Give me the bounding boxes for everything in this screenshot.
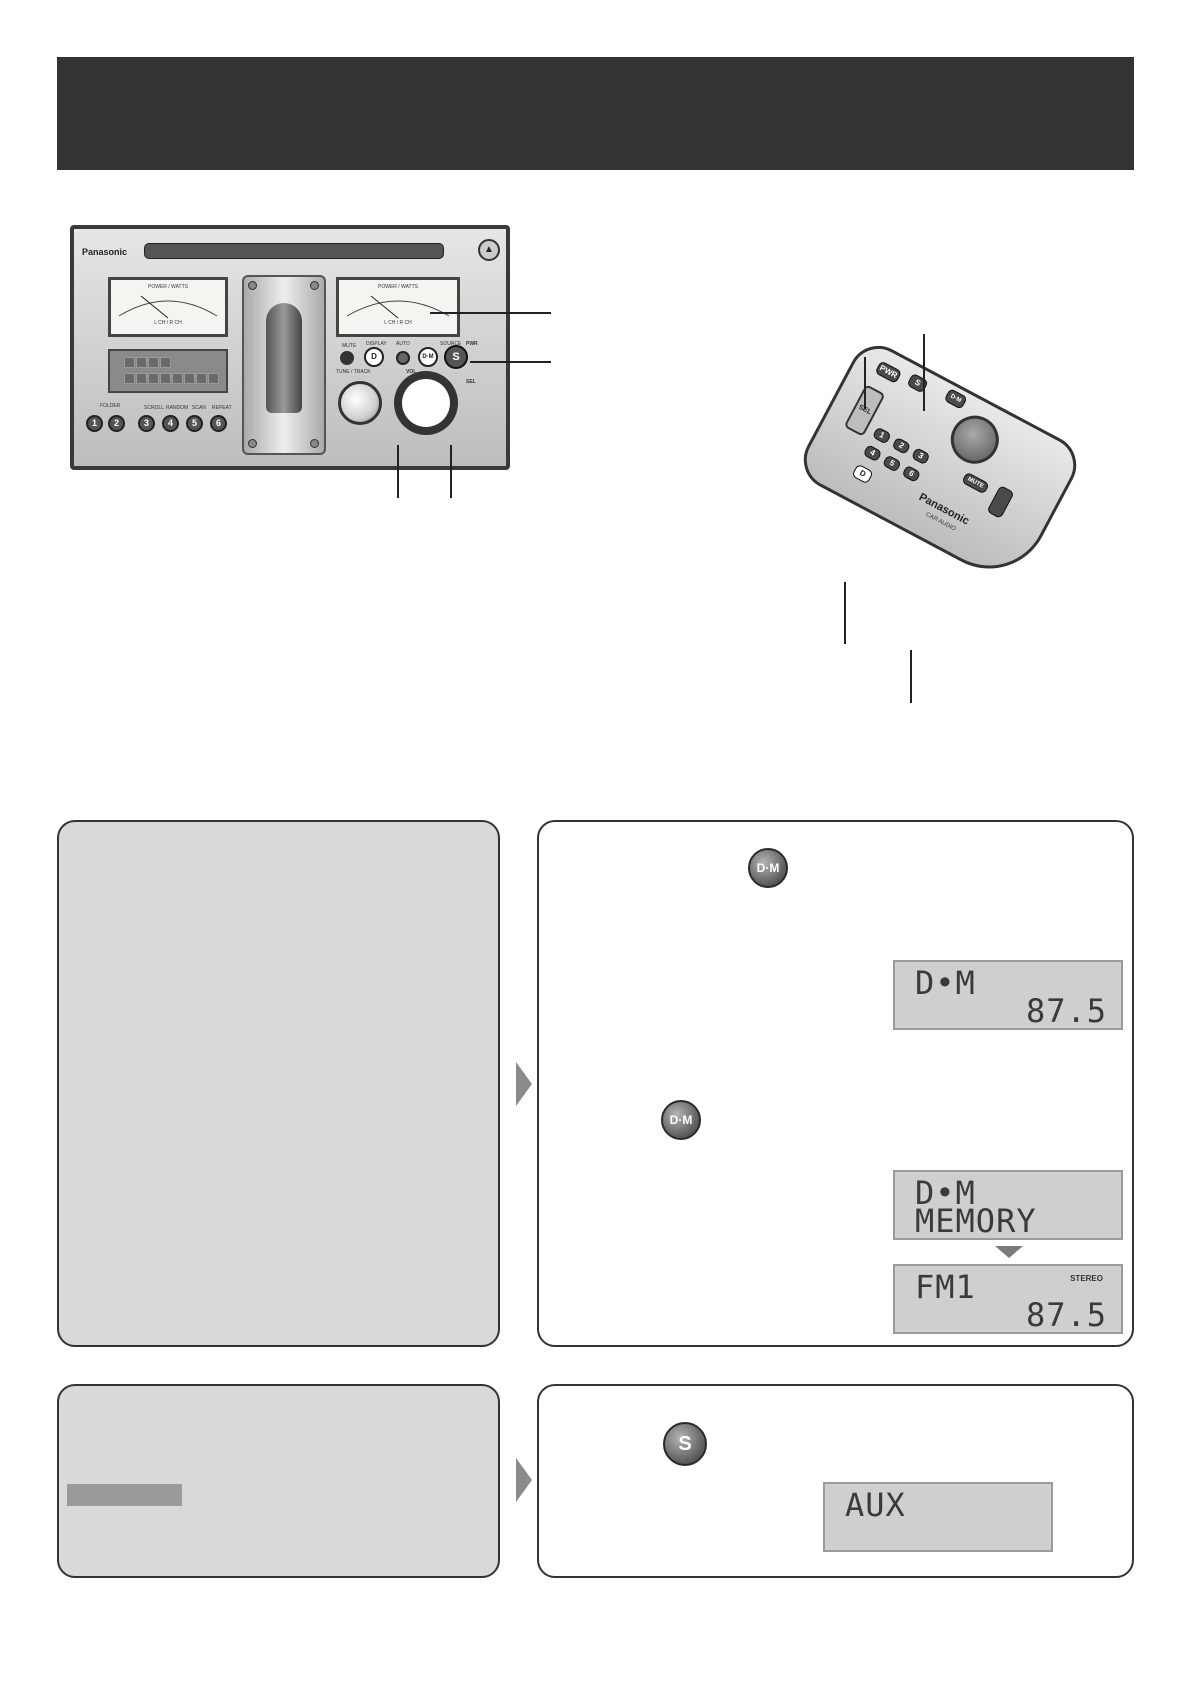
arrow-right-icon — [516, 1458, 532, 1502]
scan-label: SCAN — [192, 405, 206, 411]
lcd-line2: 87.5 — [1025, 1296, 1107, 1334]
remote-control-illustration: PWR S D·M SEL 1 2 3 4 5 6 MUTE D Panason… — [775, 295, 1115, 635]
right-meter-top-label: POWER / WATTS — [378, 284, 418, 290]
preset-4-button[interactable]: 4 — [162, 415, 179, 432]
scroll-label: SCROLL — [144, 405, 165, 411]
remote-key-4[interactable]: 4 — [862, 444, 883, 463]
callout-line — [910, 650, 912, 703]
pwr-label: PWR — [466, 341, 478, 347]
vacuum-tube-icon — [266, 303, 302, 413]
dm-button-icon: D·M — [748, 848, 788, 888]
lcd-line1: FM1 — [915, 1268, 976, 1306]
lcd-line1: D•M — [915, 1174, 976, 1212]
remote-joystick[interactable] — [942, 407, 1008, 473]
random-label: RANDOM — [166, 405, 189, 411]
disc-slot — [144, 243, 444, 259]
dm-info-panel — [57, 820, 500, 1347]
repeat-label: REPEAT — [212, 405, 232, 411]
source-button[interactable]: S — [444, 345, 468, 369]
header-bar — [57, 57, 1134, 170]
screw-icon — [248, 439, 257, 448]
display-button[interactable]: D — [364, 347, 384, 367]
callout-line — [844, 582, 846, 644]
aux-info-panel — [57, 1384, 500, 1578]
screw-icon — [310, 281, 319, 290]
right-meter: POWER / WATTS L CH / R CH — [336, 277, 460, 337]
remote-body: PWR S D·M SEL 1 2 3 4 5 6 MUTE D Panason… — [793, 335, 1087, 590]
stereo-indicator: STEREO — [1070, 1274, 1103, 1283]
eject-icon: ▲ — [478, 239, 500, 261]
callout-line — [470, 361, 551, 363]
lcd-dm-memory: D•M MEMORY — [893, 1170, 1123, 1240]
source-button-icon: S — [663, 1422, 707, 1466]
remote-key-6[interactable]: 6 — [901, 464, 922, 483]
tune-track-knob[interactable] — [338, 381, 382, 425]
remote-source-button[interactable]: S — [906, 372, 929, 394]
head-unit-illustration: Panasonic ▲ POWER / WATTS L CH / R CH FO… — [70, 225, 510, 470]
lcd-dm-frequency: D•M 87.5 — [893, 960, 1123, 1030]
tube-window — [242, 275, 326, 455]
lcd-aux: AUX — [823, 1482, 1053, 1552]
volume-knob[interactable] — [394, 371, 458, 435]
preset-5-button[interactable]: 5 — [186, 415, 203, 432]
preset-6-button[interactable]: 6 — [210, 415, 227, 432]
callout-line — [430, 312, 551, 314]
dm-button[interactable]: D·M — [418, 347, 438, 367]
remote-dm-button[interactable]: D·M — [943, 388, 968, 410]
dm-steps-panel: D·M D•M 87.5 D·M D•M MEMORY FM1 STEREO 8… — [537, 820, 1134, 1347]
preset-2-button[interactable]: 2 — [108, 415, 125, 432]
remote-mute-button[interactable]: MUTE — [961, 471, 990, 495]
left-meter: POWER / WATTS L CH / R CH — [108, 277, 228, 337]
screw-icon — [310, 439, 319, 448]
left-meter-bottom-label: L CH / R CH — [154, 320, 182, 326]
lcd-fm1-frequency: FM1 STEREO 87.5 — [893, 1264, 1123, 1334]
remote-key-5[interactable]: 5 — [882, 454, 902, 473]
meter-scale-icon — [346, 295, 450, 319]
arrow-right-icon — [516, 1062, 532, 1106]
callout-line — [864, 357, 866, 409]
left-meter-top-label: POWER / WATTS — [148, 284, 188, 290]
down-arrow-icon — [995, 1246, 1023, 1258]
auto-label: AUTO — [396, 341, 410, 347]
auto-button[interactable] — [396, 351, 410, 365]
lcd-line2: 87.5 — [1025, 992, 1107, 1030]
preset-1-button[interactable]: 1 — [86, 415, 103, 432]
sel-label: SEL — [466, 379, 476, 385]
preset-3-button[interactable]: 3 — [138, 415, 155, 432]
callout-line — [450, 445, 452, 498]
info-label-bar — [67, 1484, 182, 1506]
tune-track-label: TUNE / TRACK — [336, 369, 371, 375]
screw-icon — [248, 281, 257, 290]
aux-steps-panel: S AUX — [537, 1384, 1134, 1578]
remote-pwr-button[interactable]: PWR — [874, 360, 903, 384]
lcd-line1: D•M — [915, 964, 976, 1002]
remote-key-1[interactable]: 1 — [871, 426, 892, 445]
remote-display-button[interactable]: D — [851, 463, 874, 485]
callout-line — [923, 334, 925, 411]
folder-label: FOLDER — [100, 403, 121, 409]
remote-vol-rocker[interactable] — [986, 485, 1015, 520]
head-unit-display — [108, 349, 228, 393]
right-meter-bottom-label: L CH / R CH — [384, 320, 412, 326]
remote-key-3[interactable]: 3 — [910, 447, 931, 466]
remote-key-2[interactable]: 2 — [891, 436, 912, 455]
source-label: SOURCE — [440, 341, 462, 347]
lcd-line2: MEMORY — [915, 1202, 1037, 1240]
vol-label: VOL — [406, 369, 417, 375]
callout-line — [397, 445, 399, 498]
mute-label: MUTE — [342, 343, 357, 349]
mute-button[interactable] — [340, 351, 354, 365]
dm-button-icon: D·M — [661, 1100, 701, 1140]
lcd-line1: AUX — [845, 1486, 906, 1524]
head-unit-brand: Panasonic — [82, 247, 128, 257]
display-label: DISPLAY — [366, 341, 387, 347]
meter-scale-icon — [118, 295, 218, 319]
